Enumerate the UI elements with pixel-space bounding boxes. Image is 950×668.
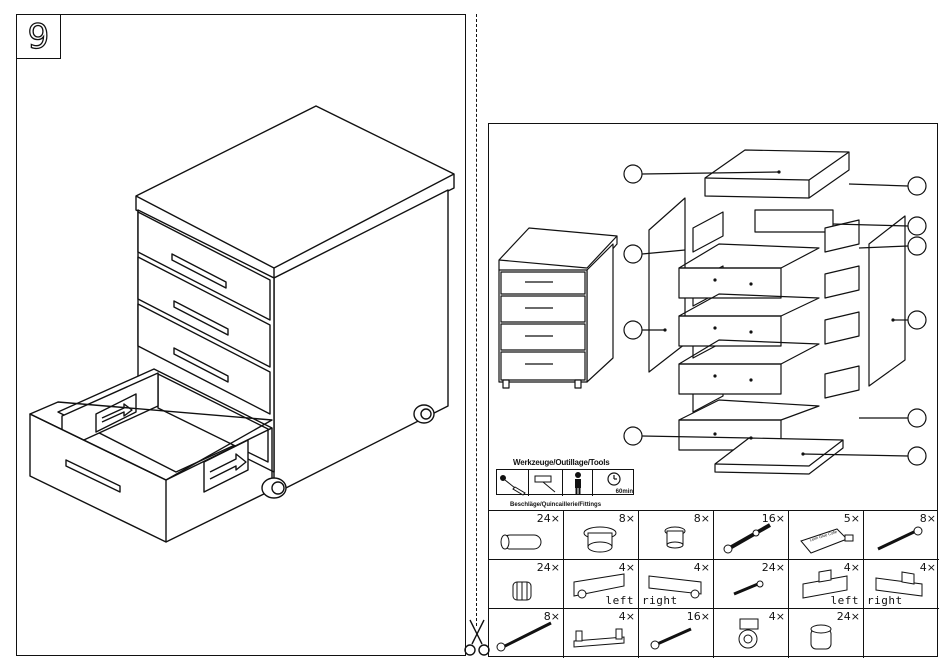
screwdriver-cell: [497, 470, 529, 496]
fitting-cell-cam-bolt: 16×: [714, 511, 789, 560]
fitting-side-label: right: [642, 594, 678, 607]
fitting-quantity: 24×: [837, 610, 860, 623]
fitting-quantity: 24×: [537, 561, 560, 574]
fitting-cell-dowel-short: 24×: [789, 609, 864, 658]
fitting-cell-screw-medium: 16×: [639, 609, 714, 658]
fitting-quantity: 4×: [619, 610, 635, 623]
screwdriver-icon: [497, 470, 529, 496]
person-cell: [563, 470, 593, 496]
exploded-view-illustration: [489, 124, 937, 512]
fitting-quantity: 24×: [537, 512, 560, 525]
fitting-cell-runner-bracket-left: 4× left: [789, 560, 864, 609]
fitting-quantity: 8×: [920, 512, 936, 525]
fitting-side-label: left: [606, 594, 635, 607]
fitting-cell-drawer-handle: 4×: [564, 609, 639, 658]
fitting-cell-runner-bracket-right: 4× right: [864, 560, 939, 609]
time-cell: 60min: [593, 470, 635, 496]
fitting-quantity: 16×: [762, 512, 785, 525]
fitting-quantity: 8×: [694, 512, 710, 525]
fitting-quantity: 8×: [619, 512, 635, 525]
fitting-quantity: 4×: [769, 610, 785, 623]
fitting-quantity: 16×: [687, 610, 710, 623]
fitting-quantity: 8×: [544, 610, 560, 623]
fitting-quantity: 4×: [694, 561, 710, 574]
fitting-quantity: 24×: [762, 561, 785, 574]
fitting-cell-long-screw: 8×: [489, 609, 564, 658]
fitting-quantity: 4×: [920, 561, 936, 574]
fitting-cell-drawer-runner-right: 4× right: [639, 560, 714, 609]
fitting-cell-glue-tube: 5×Leim Glue Colle: [789, 511, 864, 560]
fitting-quantity: 4×: [844, 561, 860, 574]
tools-box: 60min: [496, 469, 634, 495]
fitting-side-label: right: [867, 594, 903, 607]
assembly-time: 60min: [616, 489, 633, 495]
fitting-quantity: 5×: [844, 512, 860, 525]
hammer-icon: [529, 470, 563, 496]
fittings-title: Beschläge/Quincaillerie/Fittings: [510, 502, 601, 508]
fitting-cell-castor-wheel: 4×: [714, 609, 789, 658]
fitting-cell-screw: 8×: [864, 511, 939, 560]
fitting-cell-spring-dowel: 24×: [489, 560, 564, 609]
fitting-cell-cam-lock-small: 8×: [639, 511, 714, 560]
fitting-cell-drawer-runner-left: 4× left: [564, 560, 639, 609]
hammer-cell: [529, 470, 563, 496]
fitting-quantity: 4×: [619, 561, 635, 574]
fitting-cell-wooden-dowel: 24×: [489, 511, 564, 560]
empty-icon: [864, 609, 939, 658]
fitting-side-label: left: [831, 594, 860, 607]
clock-icon: [593, 470, 635, 488]
fitting-cell-cam-lock: 8×: [564, 511, 639, 560]
fitting-cell-short-screw: 24×: [714, 560, 789, 609]
person-icon: [563, 470, 593, 496]
tools-title: Werkzeuge/Outillage/Tools: [513, 458, 610, 467]
cabinet-illustration: [16, 14, 466, 656]
fitting-cell-empty: [864, 609, 939, 658]
cut-line: [476, 14, 477, 626]
